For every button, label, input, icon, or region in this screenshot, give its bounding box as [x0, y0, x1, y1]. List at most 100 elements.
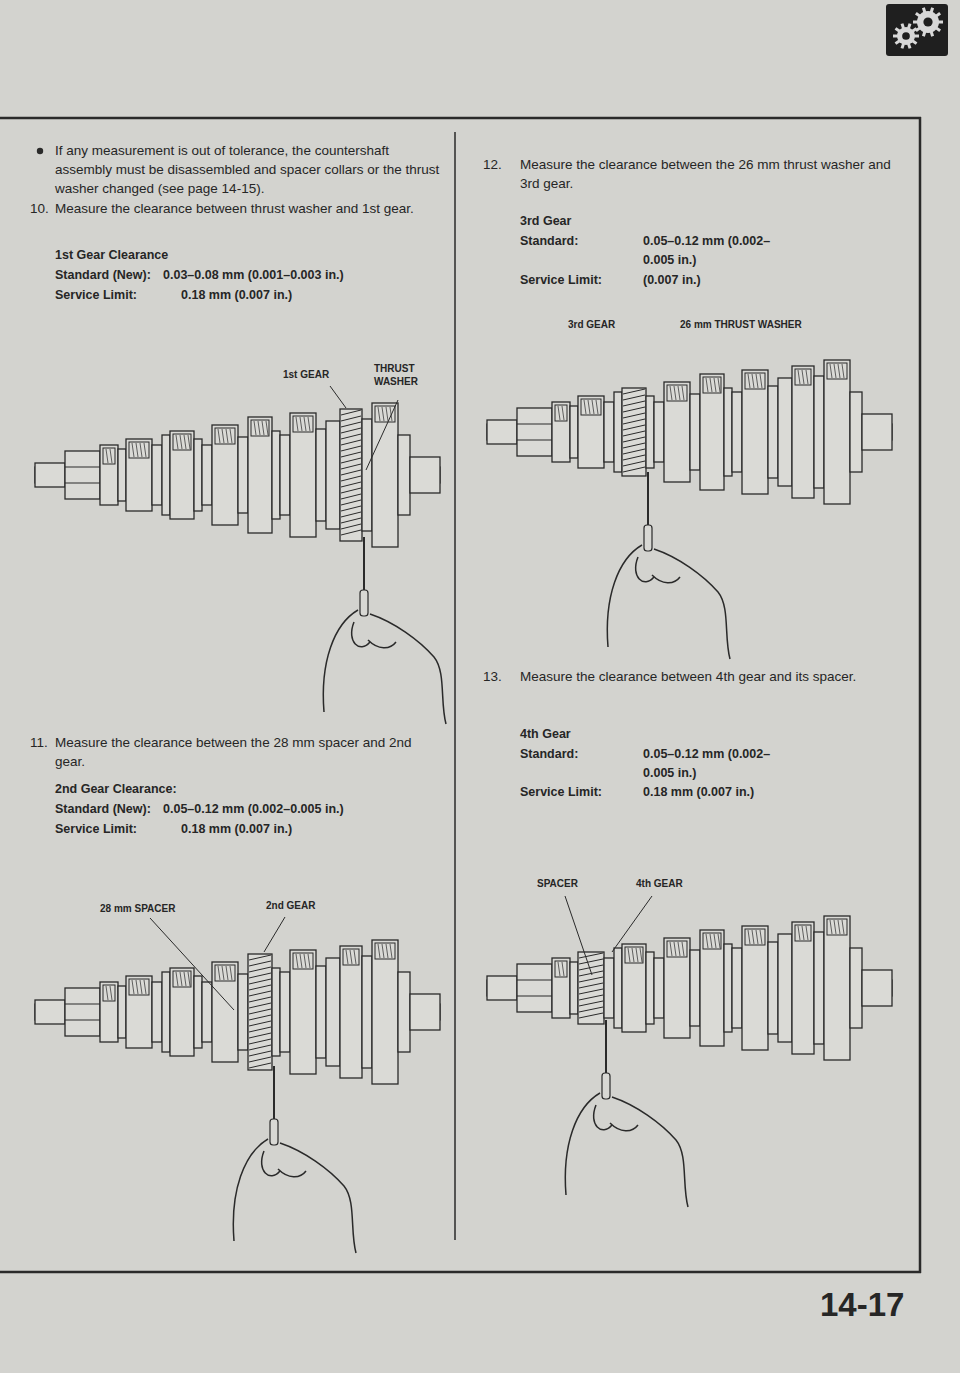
tooth-line [714, 934, 716, 948]
tooth-line [222, 966, 224, 980]
gear [238, 437, 248, 513]
hand-outline [610, 1123, 638, 1131]
nut-edge [65, 467, 100, 468]
gear [850, 948, 862, 1028]
hatch-line [579, 1007, 603, 1012]
spec-heading: 2nd Gear Clearance: [55, 780, 255, 799]
tooth-line [304, 954, 306, 968]
tooth-line [378, 944, 380, 958]
tooth-line [802, 370, 804, 384]
step-number: 13. [483, 667, 513, 686]
hand-outline [352, 622, 370, 647]
tooth-line [180, 435, 182, 449]
tooth-line [386, 944, 388, 958]
gear [212, 425, 238, 525]
gear-icon [917, 11, 939, 33]
gear [212, 962, 238, 1062]
gear [170, 968, 194, 1056]
tooth-line [110, 986, 112, 1000]
hatch-line [623, 419, 645, 424]
hatch-line [623, 407, 645, 412]
gear [170, 431, 194, 519]
frame-line [0, 1271, 921, 1274]
tooth-line [346, 950, 348, 964]
gear [362, 956, 372, 1068]
tooth-line [678, 386, 680, 400]
gauge-handle [602, 1073, 610, 1099]
part-label: 2nd GEAR [266, 899, 346, 912]
spec-label: Service Limit: [520, 271, 630, 290]
gear [646, 952, 654, 1024]
gear [732, 948, 742, 1028]
nut-edge [517, 424, 552, 425]
tooth-line [834, 364, 836, 378]
step-number: 11. [30, 733, 54, 752]
tooth-line [632, 948, 634, 962]
gear [410, 994, 440, 1030]
hatch-line [249, 1033, 271, 1038]
gear-teeth [215, 428, 235, 444]
tooth-line [710, 934, 712, 948]
locknut [65, 451, 100, 499]
hatch-line [579, 989, 603, 994]
hatch-line [623, 467, 645, 472]
tooth-line [558, 406, 560, 420]
gear-teeth [293, 416, 313, 432]
hatch-line [341, 422, 361, 427]
tooth-line [674, 386, 676, 400]
frame-line [919, 117, 922, 1273]
hand-outline [278, 1169, 306, 1177]
hatch-line [249, 961, 271, 966]
gear [372, 403, 398, 547]
gear [814, 932, 824, 1044]
step-text: Measure the clearance between thrust was… [55, 199, 440, 218]
leader-line [264, 917, 285, 952]
nut-edge [517, 996, 552, 997]
hand-outline [652, 575, 680, 583]
tooth-line [308, 954, 310, 968]
step-text: Measure the clearance between the 26 mm … [520, 155, 895, 193]
hatch-line [341, 488, 361, 493]
gear [862, 414, 892, 450]
leader-line [150, 918, 234, 1010]
gear [126, 439, 152, 511]
tooth-line [752, 930, 754, 944]
page-frame [0, 117, 921, 1273]
gear-teeth [103, 985, 115, 1001]
hatch-line [579, 983, 603, 988]
hatch-line [249, 955, 271, 960]
hatch-line [249, 1015, 271, 1020]
nut-edge [517, 980, 552, 981]
spec-label: Standard (New): [55, 266, 165, 285]
tooth-line [748, 374, 750, 388]
gear [552, 402, 570, 462]
gear [700, 374, 724, 490]
countershaft-illustration [487, 360, 892, 659]
note-text: If any measurement is out of tolerance, … [55, 141, 440, 198]
gear [742, 926, 768, 1050]
gear-teeth [129, 979, 149, 995]
tooth-line [106, 449, 108, 463]
gear-teeth [103, 448, 115, 464]
tooth-line [176, 972, 178, 986]
gear [326, 958, 340, 1066]
gear [194, 439, 202, 511]
gauge-handle [360, 590, 368, 616]
tooth-line [834, 920, 836, 934]
gear [552, 958, 570, 1018]
tooth-line [842, 920, 844, 934]
tooth-line [670, 942, 672, 956]
spec-value: 0.05–0.12 mm (0.002–0.005 in.) [163, 800, 423, 819]
bullet [37, 148, 43, 154]
hatch-line [623, 431, 645, 436]
hatch-line [579, 965, 603, 970]
tooth-line [830, 364, 832, 378]
gear [724, 944, 732, 1032]
hand-outline [368, 640, 396, 648]
gear [202, 982, 212, 1042]
hatch-line [341, 452, 361, 457]
hatch-line [249, 991, 271, 996]
tooth-line [218, 966, 220, 980]
tooth-line [180, 972, 182, 986]
gear-teeth [795, 369, 811, 385]
